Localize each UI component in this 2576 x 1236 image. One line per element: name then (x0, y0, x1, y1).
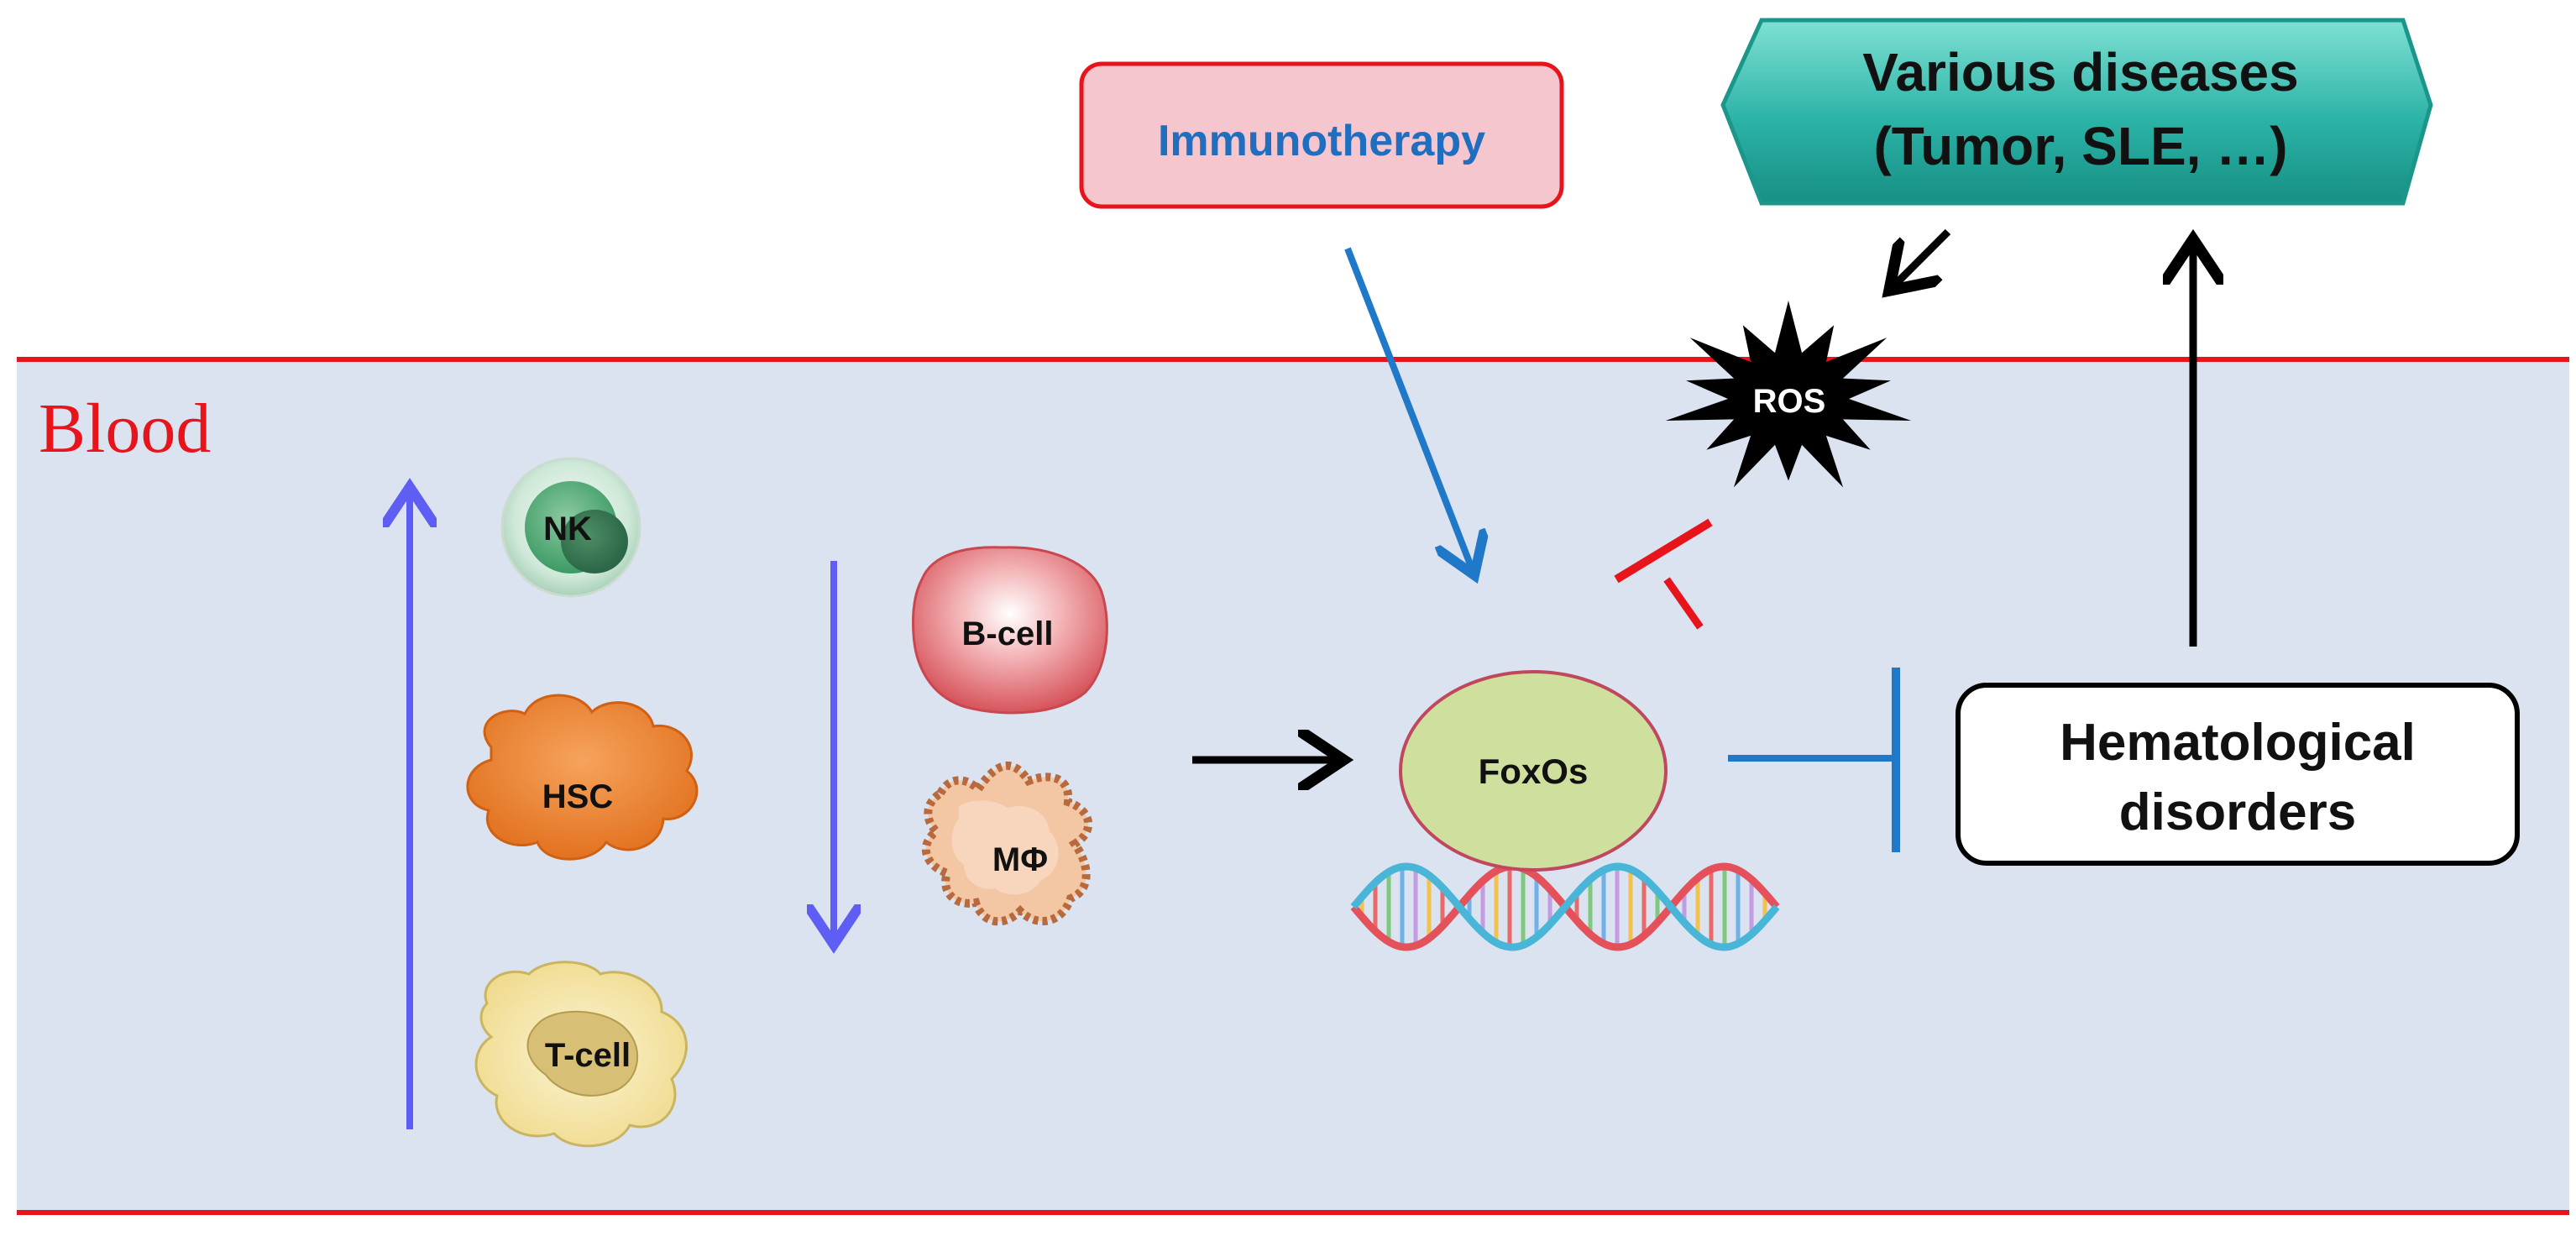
ros-inhibits-foxos (1614, 518, 1713, 630)
macrophage-cell: MΦ (921, 761, 1093, 926)
nk-cell: NK (500, 457, 641, 598)
hsc-label: HSC (542, 778, 613, 815)
tcell-label: T-cell (545, 1037, 631, 1074)
nk-label: NK (543, 511, 592, 547)
hematological-disorders-box: Hematological disorders (1956, 683, 2520, 866)
hsc-cell: HSC (466, 694, 699, 861)
diseases-line2: (Tumor, SLE, …) (1873, 116, 2287, 176)
t-cell: T-cell (474, 961, 688, 1148)
bcell-label: B-cell (962, 615, 1054, 652)
b-cell: B-cell (912, 546, 1108, 715)
diseases-line1: Various diseases (1862, 42, 2298, 102)
various-diseases-box: Various diseases (Tumor, SLE, …) (1720, 18, 2433, 206)
diseases-to-ros-arrow (1889, 228, 1951, 291)
immunotherapy-box: Immunotherapy (1079, 61, 1564, 209)
ros-label: ROS (1753, 383, 1826, 420)
disorders-line2: disorders (2119, 783, 2357, 841)
immunotherapy-to-foxos-arrow (1344, 247, 1474, 575)
disorders-line1: Hematological (2060, 714, 2416, 772)
dna-helix (1350, 862, 1780, 951)
foxos-label: FoxOs (1479, 752, 1589, 791)
immunotherapy-label: Immunotherapy (1158, 117, 1485, 165)
foxos-node: FoxOs (1399, 670, 1668, 872)
foxos-inhibits-disorders (1728, 668, 1900, 852)
dna-strand-blue (1350, 862, 1780, 951)
blood-label: Blood (39, 390, 211, 468)
macrophage-label: MΦ (992, 841, 1048, 878)
ros-burst: ROS (1665, 301, 1912, 488)
